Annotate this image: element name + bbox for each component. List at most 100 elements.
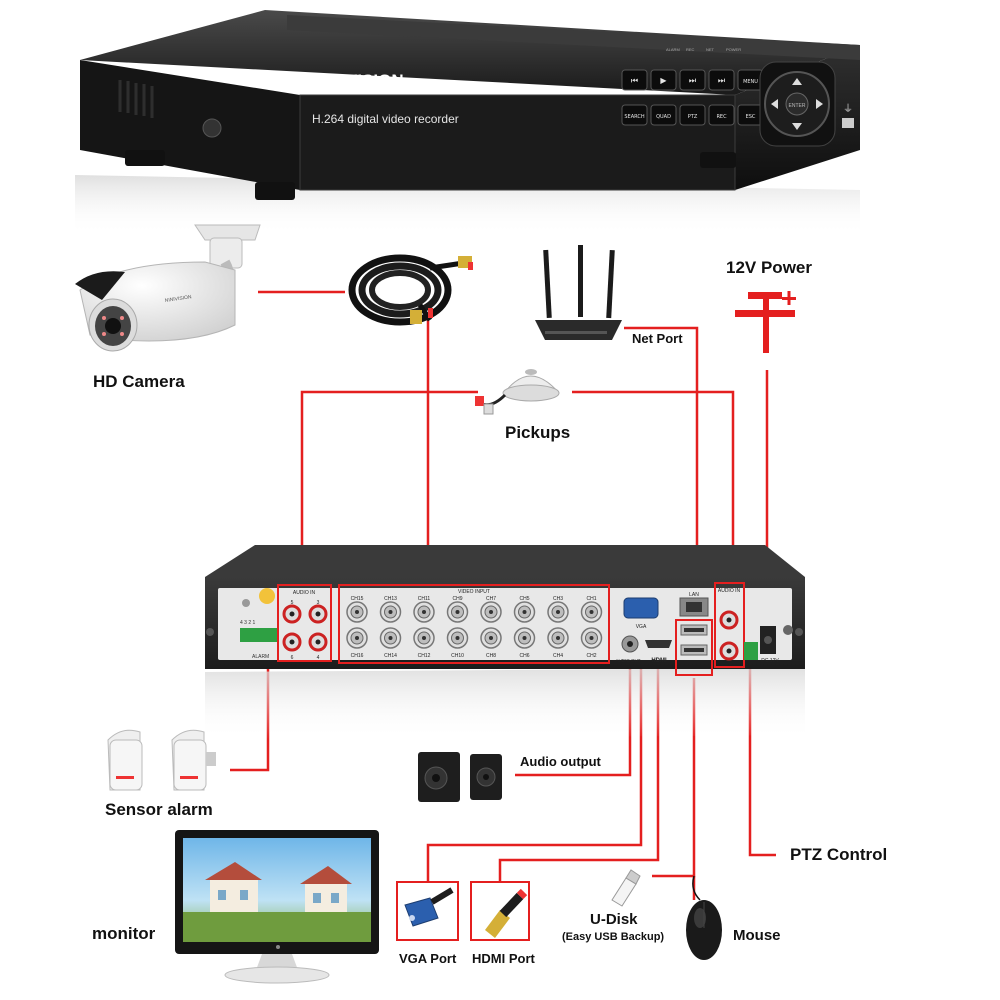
bnc-connector: CH7 xyxy=(480,596,502,623)
audio-in-left-highlight xyxy=(277,584,332,662)
dvr-model-text: H.264 digital video recorder xyxy=(312,112,459,126)
label-12v-power: 12V Power xyxy=(726,258,812,277)
bnc-row-top: CH15 CH13 CH11 CH9 CH7 CH5 CH3 CH1 xyxy=(346,596,603,623)
dvr-side-vents xyxy=(118,80,154,118)
dpad-right-icon[interactable] xyxy=(816,99,823,109)
buttons_row1-button-2[interactable]: ⏭ xyxy=(679,69,706,91)
audio-in-left-number: 4 xyxy=(317,655,320,661)
hdmi-connector-label: HDMI xyxy=(651,658,667,664)
bnc-connector: CH11 xyxy=(413,596,435,623)
router-image xyxy=(535,245,622,340)
bnc-connector: CH12 xyxy=(413,627,435,659)
buttons_row2-button-4[interactable]: ESC xyxy=(737,104,764,126)
label-sensor-alarm: Sensor alarm xyxy=(105,800,213,819)
svg-text:NINIVISION: NINIVISION xyxy=(164,294,192,304)
dvr-front-unit: NINIVISION H.264 digital video recorder … xyxy=(75,10,860,235)
buttons_row2-button-1[interactable]: QUAD xyxy=(650,104,677,126)
bnc-connector: CH15 xyxy=(346,596,368,623)
rs485-terminal xyxy=(744,642,758,660)
bnc-connector: CH8 xyxy=(480,627,502,659)
dvr-foot xyxy=(700,152,736,168)
video-input-highlight xyxy=(338,584,610,664)
pickup-microphone-image xyxy=(475,369,560,415)
label-vga-port: VGA Port xyxy=(399,951,457,966)
dpad-down-icon[interactable] xyxy=(792,123,802,130)
channel-label: CH12 xyxy=(418,653,431,659)
hd-camera-image: NINIVISION xyxy=(75,224,261,352)
speakers-image xyxy=(418,752,502,802)
buttons_row1-button-label: MENU xyxy=(743,79,758,85)
dvr-dpad[interactable]: ENTER xyxy=(759,61,836,147)
buttons_row2-button-label: REC xyxy=(716,114,727,120)
bnc-connector: CH9 xyxy=(446,596,469,623)
audio-in-left-number: 6 xyxy=(291,655,294,661)
dpad-up-icon[interactable] xyxy=(792,78,802,85)
vga-cable-icon xyxy=(404,887,454,927)
bnc-connector: CH5 xyxy=(513,596,536,623)
audio-in-left-jacks: 5 3 6 4 xyxy=(282,600,328,661)
alarm-port-label: ALARM xyxy=(252,654,269,660)
audio-in-left-jack: 4 xyxy=(308,632,328,661)
bnc-connector: CH14 xyxy=(379,627,402,659)
buttons_row1-button-label: ⏭ xyxy=(689,76,696,85)
audio-in-left-title: AUDIO IN xyxy=(293,590,316,596)
dvr-brand-logo: NINIVISION xyxy=(312,71,404,90)
label-audio-output: Audio output xyxy=(520,754,601,769)
sensor-alarm-image xyxy=(107,729,216,791)
dvr-side-screw-icon xyxy=(202,118,222,138)
buttons_row2-button-3[interactable]: REC xyxy=(708,104,735,126)
alarm-number-label: 4 3 2 1 xyxy=(240,620,256,626)
bnc-connector: CH1 xyxy=(580,596,603,623)
hdmi-connector xyxy=(645,640,672,648)
usb-icon: ⏚ xyxy=(843,103,853,115)
audio-in-left-jack: 5 xyxy=(282,600,302,624)
indicator-label: ALARM xyxy=(666,47,680,52)
buttons_row1-button-label: ▶ xyxy=(660,76,667,85)
buttons_row2-button-label: SEARCH xyxy=(624,114,644,120)
dvr-front-buttons: ⏮ ▶ ⏭ ⏭ MENU SEARCH QUAD PTZ REC ESC xyxy=(621,69,764,126)
buttons_row2-button-2[interactable]: PTZ xyxy=(679,104,706,126)
label-hdmi-port: HDMI Port xyxy=(472,951,535,966)
channel-label: CH13 xyxy=(384,596,397,602)
label-monitor: monitor xyxy=(92,924,156,943)
buttons_row1-button-1[interactable]: ▶ xyxy=(650,69,677,91)
line-pickup-to-audio-in-left xyxy=(300,390,478,588)
label-mouse: Mouse xyxy=(733,927,781,944)
buttons_row1-button-3[interactable]: ⏭ xyxy=(708,69,735,91)
lan-label: LAN xyxy=(689,592,699,598)
bnc-connector: CH4 xyxy=(547,627,569,659)
buttons_row1-button-4[interactable]: MENU xyxy=(737,69,764,91)
channel-label: CH8 xyxy=(486,653,496,659)
dvr-foot xyxy=(255,182,295,200)
buttons_row1-button-0[interactable]: ⏮ xyxy=(621,69,648,91)
warning-sticker-icon xyxy=(259,588,275,604)
line-hdmi-to-hdmi-port xyxy=(498,664,660,882)
bnc-connector: CH3 xyxy=(547,596,569,623)
label-hd-camera: HD Camera xyxy=(93,372,185,391)
buttons_row2-button-0[interactable]: SEARCH xyxy=(621,104,648,126)
dvr-rear-reflection xyxy=(205,668,805,740)
channel-label: CH11 xyxy=(418,596,431,602)
buttons_row1-button-label: ⏮ xyxy=(631,76,638,85)
usb-highlight xyxy=(675,619,713,676)
bnc-connector: CH10 xyxy=(446,627,469,659)
label-ptz-control: PTZ Control xyxy=(790,845,888,864)
channel-label: CH3 xyxy=(553,596,563,602)
audio-in-right-highlight xyxy=(714,582,745,668)
audio-in-left-number: 3 xyxy=(317,600,320,606)
bnc-connector: CH6 xyxy=(513,627,536,659)
alarm-terminal-block xyxy=(240,628,278,642)
indicator-label: REC xyxy=(686,47,695,52)
dpad-enter-button[interactable] xyxy=(785,92,809,116)
channel-label: CH16 xyxy=(351,653,364,659)
audio-out-label: AUDIO OUT xyxy=(615,658,640,663)
channel-label: CH9 xyxy=(452,596,462,602)
buttons_row2-button-label: PTZ xyxy=(688,114,698,120)
dpad-left-icon[interactable] xyxy=(771,99,778,109)
label-pickups: Pickups xyxy=(505,423,571,442)
channel-label: CH1 xyxy=(586,596,596,602)
buttons_row2-button-label: QUAD xyxy=(656,114,671,120)
channel-label: CH6 xyxy=(519,653,529,659)
